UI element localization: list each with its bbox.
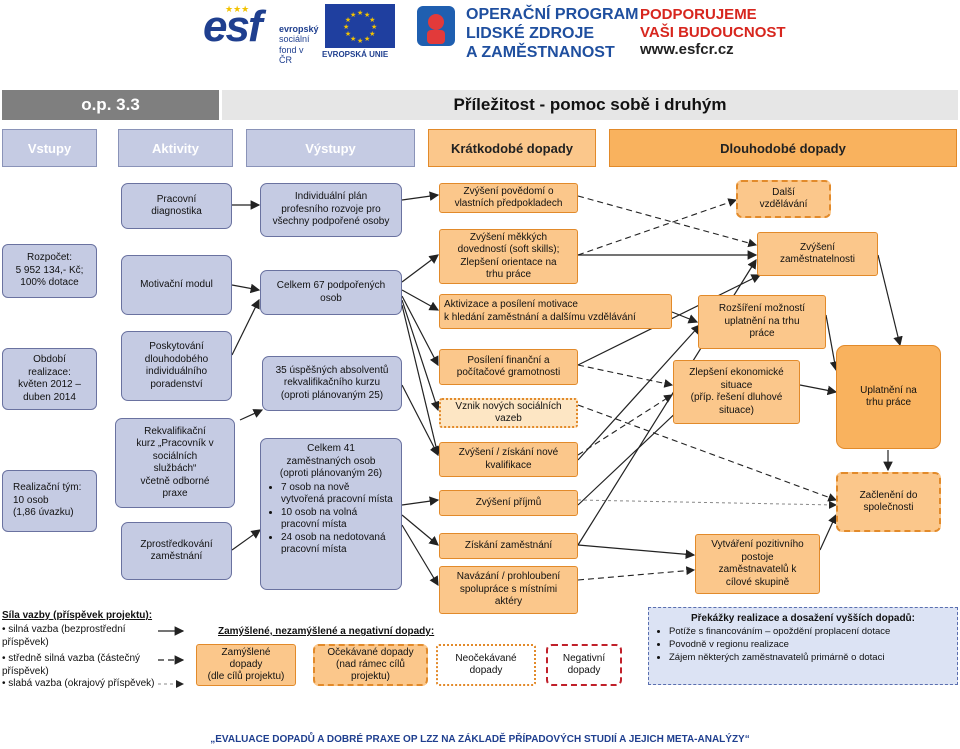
- legend-strength-weak: • slabá vazba (okrajový příspěvek): [2, 678, 155, 689]
- esf-caption-line: sociální: [279, 34, 310, 45]
- footer-caption: „EVALUACE DOPADŮ A DOBRÉ PRAXE OP LZZ NA…: [210, 734, 750, 745]
- legend-strength-strong: • silná vazba (bezprostřední příspěvek): [2, 624, 126, 648]
- long-further-education: Další vzdělávání: [736, 180, 831, 218]
- column-activities: Aktivity: [118, 129, 233, 167]
- legend-strength-title: Síla vazby (příspěvek projektu):: [2, 610, 153, 621]
- project-title: Příležitost - pomoc sobě i druhým: [222, 90, 958, 120]
- output-employed-item: 7 osob na nově vytvořená pracovní místa: [281, 482, 395, 507]
- output-supported-persons: Celkem 67 podpořených osob: [260, 270, 402, 315]
- eu-star-icon: ★: [350, 35, 356, 43]
- output-employed: Celkem 41 zaměstnaných osob (oproti plán…: [260, 438, 402, 590]
- activity-motivation: Motivační modul: [121, 255, 232, 315]
- activity-job-placement: Zprostředkování zaměstnání: [121, 522, 232, 580]
- eu-star-icon: ★: [364, 35, 370, 43]
- legend-expected: Očekávané dopady (nad rámec cílů projekt…: [313, 644, 428, 686]
- eu-star-icon: ★: [369, 16, 375, 24]
- stars-icon: ★★★: [225, 4, 250, 14]
- eu-star-icon: ★: [371, 23, 377, 31]
- esf-url: www.esfcr.cz: [640, 41, 734, 59]
- short-literacy: Posílení finanční a počítačové gramotnos…: [439, 349, 578, 385]
- short-employment: Získání zaměstnání: [439, 533, 578, 559]
- column-inputs: Vstupy: [2, 129, 97, 167]
- esf-logo-mark: esf: [203, 2, 263, 51]
- eu-star-icon: ★: [345, 30, 351, 38]
- column-outputs: Výstupy: [246, 129, 415, 167]
- output-employed-item: 24 osob na nedotovaná pracovní místa: [281, 532, 395, 557]
- short-social-ties: Vznik nových sociálních vazeb: [439, 398, 578, 428]
- short-qualification: Zvýšení / získání nové kvalifikace: [439, 442, 578, 477]
- eu-caption: EVROPSKÁ UNIE: [322, 50, 389, 59]
- short-income: Zvýšení příjmů: [439, 490, 578, 516]
- eu-star-icon: ★: [357, 9, 363, 17]
- short-awareness: Zvýšení povědomí o vlastních předpoklade…: [439, 183, 578, 213]
- oplzz-logo-icon: [415, 4, 457, 59]
- input-period: Období realizace: květen 2012 – duben 20…: [2, 348, 97, 410]
- legend-strength-medium: • středně silná vazba (částečný příspěve…: [2, 653, 141, 677]
- eu-star-icon: ★: [357, 37, 363, 45]
- obstacles-title: Překážky realizace a dosažení vyšších do…: [691, 613, 915, 624]
- eu-star-icon: ★: [350, 11, 356, 19]
- legend-intended: Zamýšlené dopady (dle cílů projektu): [196, 644, 296, 686]
- legend-unexpected: Neočekávané dopady: [436, 644, 536, 686]
- project-code: o.p. 3.3: [2, 90, 219, 120]
- op-title: OPERAČNÍ PROGRAM LIDSKÉ ZDROJE A ZAMĚSTN…: [466, 6, 638, 63]
- activity-requalification: Rekvalifikační kurz „Pracovník v sociáln…: [115, 418, 235, 508]
- support-slogan: PODPORUJEME VAŠI BUDOUCNOST www.esfcr.cz: [640, 6, 786, 59]
- long-economic-situation: Zlepšení ekonomické situace (příp. řešen…: [673, 360, 800, 424]
- activity-diagnostics: Pracovní diagnostika: [121, 183, 232, 229]
- esf-logo: esf ★★★ evropský sociální fond v ČR: [203, 2, 319, 65]
- long-employer-attitudes: Vytváření pozitivního postoje zaměstnava…: [695, 534, 820, 594]
- esf-caption: evropský sociální fond v ČR: [279, 24, 319, 65]
- obstacles-list: Potíže s financováním – opoždění proplac…: [657, 626, 949, 664]
- op-title-line: LIDSKÉ ZDROJE: [466, 24, 595, 42]
- input-budget: Rozpočet: 5 952 134,- Kč; 100% dotace: [2, 244, 97, 298]
- column-long-term: Dlouhodobé dopady: [609, 129, 957, 167]
- short-motivation: Aktivizace a posílení motivace k hledání…: [439, 294, 672, 329]
- column-short-term: Krátkodobé dopady: [428, 129, 596, 167]
- esf-caption-line: evropský: [279, 24, 319, 34]
- long-employability: Zvýšení zaměstnatelnosti: [757, 232, 878, 276]
- support-line: VAŠI BUDOUCNOST: [640, 23, 786, 41]
- eu-stars-icon: ★★★★★★★★★★★★: [343, 9, 377, 45]
- obstacle-item: Zájem některých zaměstnavatelů primárně …: [669, 652, 949, 665]
- input-team: Realizační tým: 10 osob (1,86 úvazku): [2, 470, 97, 532]
- output-graduates: 35 úspěšných absolventů rekvalifikačního…: [262, 356, 402, 411]
- esf-caption-line: fond v ČR: [279, 44, 304, 66]
- eu-star-icon: ★: [343, 23, 349, 31]
- obstacle-item: Potíže s financováním – opoždění proplac…: [669, 626, 949, 639]
- short-cooperation: Navázání / prohloubení spolupráce s míst…: [439, 566, 578, 614]
- output-employed-title: Celkem 41 zaměstnaných osob (oproti plán…: [279, 443, 383, 479]
- output-employed-list: 7 osob na nově vytvořená pracovní místa …: [267, 482, 395, 557]
- output-employed-item: 10 osob na volná pracovní místa: [281, 507, 395, 532]
- eu-flag: ★★★★★★★★★★★★: [325, 4, 395, 48]
- long-social-inclusion: Začlenění do společnosti: [836, 472, 941, 532]
- eu-star-icon: ★: [369, 30, 375, 38]
- output-individual-plan: Individuální plán profesního rozvoje pro…: [260, 183, 402, 237]
- eu-star-icon: ★: [364, 11, 370, 19]
- support-line: PODPORUJEME: [640, 6, 757, 23]
- long-labour-market: Uplatnění na trhu práce: [836, 345, 941, 449]
- long-market-options: Rozšíření možností uplatnění na trhu prá…: [698, 295, 826, 349]
- obstacles-panel: Překážky realizace a dosažení vyšších do…: [648, 607, 958, 685]
- op-title-line: OPERAČNÍ PROGRAM: [466, 6, 639, 23]
- op-title-line: A ZAMĚSTNANOST: [466, 43, 615, 61]
- short-soft-skills: Zvýšení měkkých dovedností (soft skills)…: [439, 229, 578, 284]
- legend-impacts-title: Zamýšlené, nezamýšlené a negativní dopad…: [218, 626, 435, 637]
- eu-star-icon: ★: [345, 16, 351, 24]
- activity-counseling: Poskytování dlouhodobého individuálního …: [121, 331, 232, 401]
- legend-negative: Negativní dopady: [546, 644, 622, 686]
- obstacle-item: Povodně v regionu realizace: [669, 639, 949, 652]
